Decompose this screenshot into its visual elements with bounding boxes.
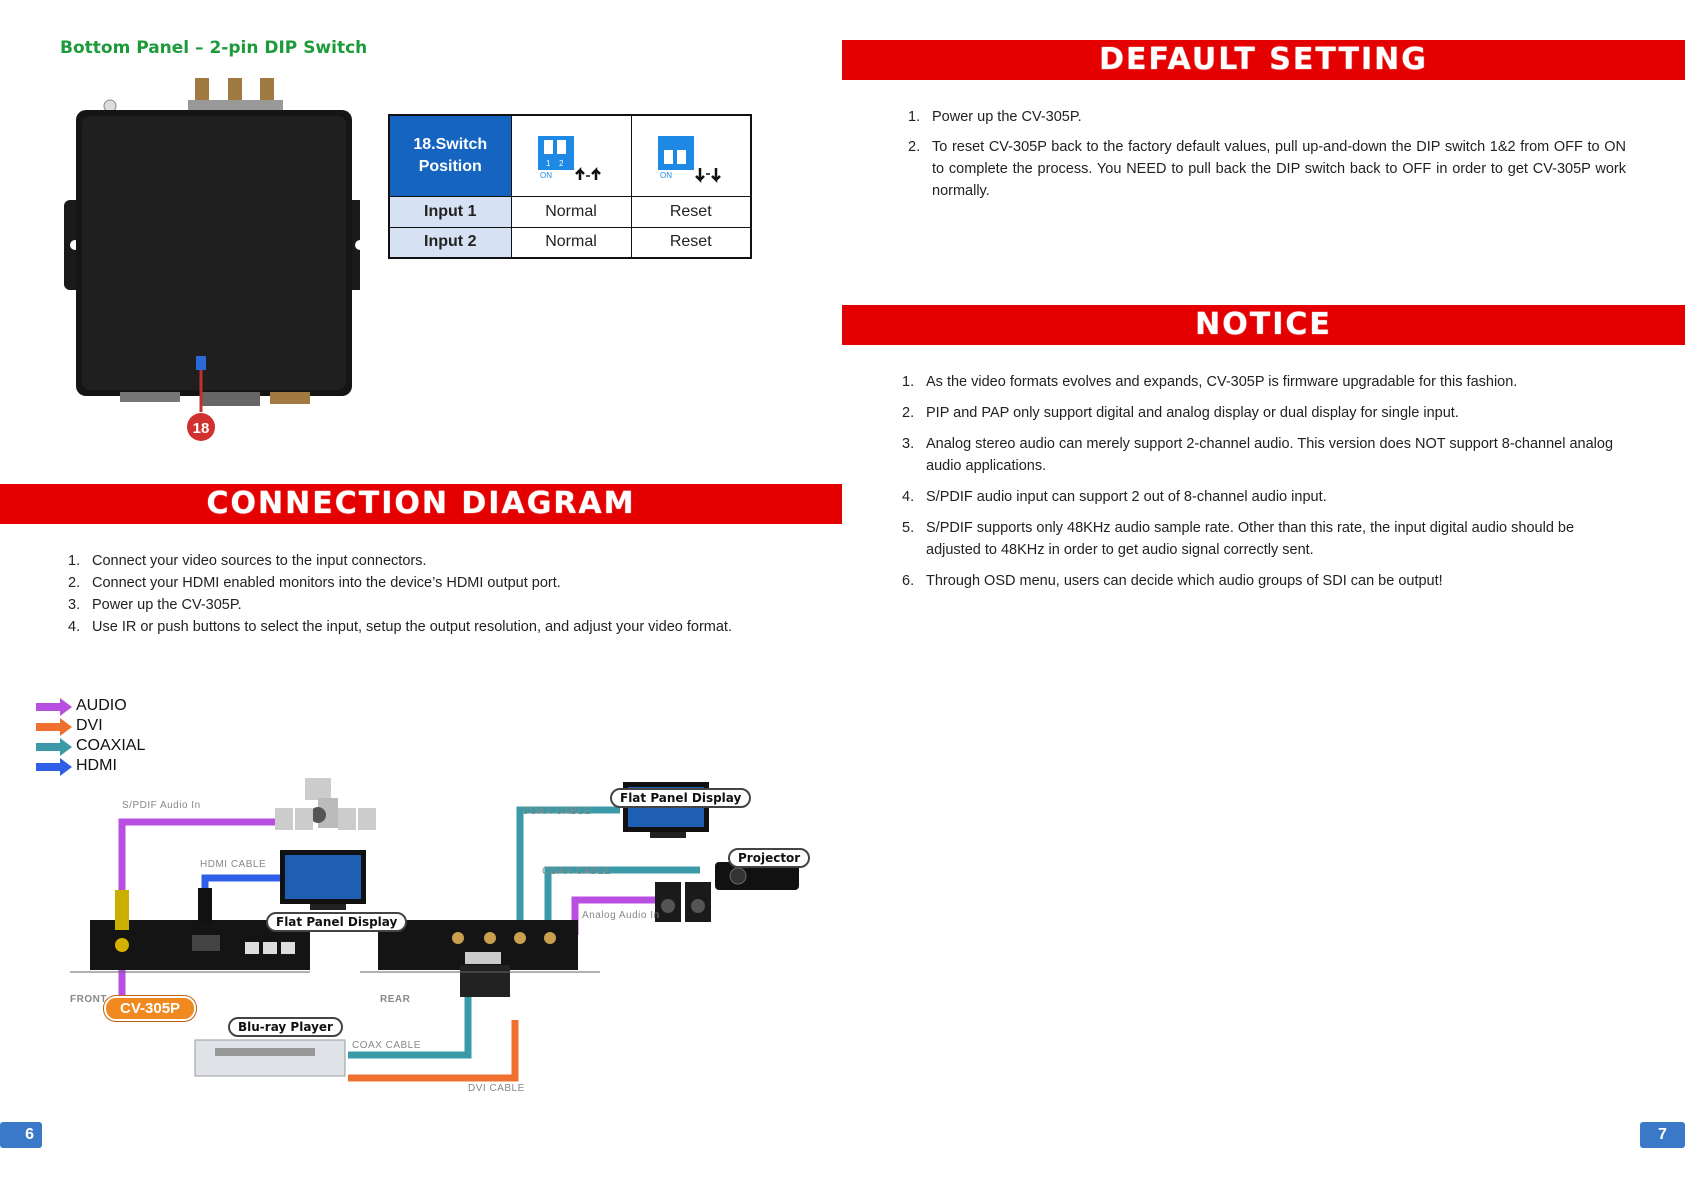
- list-item: 2.PIP and PAP only support digital and a…: [902, 405, 1459, 421]
- flat-panel-label-right: Flat Panel Display: [610, 788, 752, 808]
- connection-diagram-image: [70, 778, 799, 1082]
- list-item: 1.As the video formats evolves and expan…: [902, 374, 1518, 390]
- switch-cell: Reset: [630, 195, 752, 228]
- spdif-label: S/PDIF Audio In: [122, 800, 201, 811]
- page-number-right: 7: [1640, 1122, 1685, 1148]
- hdmi-cable-label: HDMI CABLE: [200, 859, 267, 870]
- legend-coaxial: COAXIAL: [36, 737, 145, 757]
- page-number-left: 6: [0, 1122, 42, 1148]
- list-item: 2.Connect your HDMI enabled monitors int…: [68, 575, 561, 591]
- default-setting-banner: DEFAULT SETTING: [842, 40, 1685, 80]
- dip-switch-down-icon: ON: [656, 126, 726, 186]
- bottom-panel-heading: Bottom Panel – 2-pin DIP Switch: [60, 38, 368, 58]
- svg-text:2: 2: [559, 159, 564, 168]
- switch-cell: Normal: [510, 226, 632, 259]
- coax-cable-label: COAX CABLE: [542, 866, 611, 877]
- list-item: 3.Analog stereo audio can merely support…: [902, 436, 1614, 474]
- switch-table-header: 18.Switch Position: [388, 114, 512, 197]
- list-item: 2.To reset CV-305P back to the factory d…: [908, 139, 1626, 199]
- switch-row-label: Input 1: [388, 195, 512, 228]
- switch-cell: Reset: [630, 226, 752, 259]
- arrow-icon: [36, 698, 72, 716]
- arrow-icon: [36, 738, 72, 756]
- svg-text:ON: ON: [660, 171, 672, 180]
- svg-text:1: 1: [546, 159, 551, 168]
- dip-up-cell: 1 2 ON: [510, 114, 632, 197]
- callout-18-label: 18: [193, 420, 210, 437]
- list-item: 5.S/PDIF supports only 48KHz audio sampl…: [902, 520, 1575, 558]
- connection-diagram-banner: CONNECTION DIAGRAM: [0, 484, 842, 524]
- dvi-cable-label: DVI CABLE: [468, 1083, 525, 1094]
- flat-panel-label-left: Flat Panel Display: [266, 912, 408, 932]
- list-item: 3.Power up the CV-305P.: [68, 597, 242, 613]
- dip-down-cell: ON: [630, 114, 752, 197]
- arrow-icon: [36, 758, 72, 776]
- front-label: FRONT: [70, 994, 107, 1005]
- list-item: 6.Through OSD menu, users can decide whi…: [902, 573, 1443, 589]
- list-item: 4.Use IR or push buttons to select the i…: [68, 619, 732, 635]
- bluray-label: Blu-ray Player: [228, 1017, 343, 1037]
- list-item: 1.Power up the CV-305P.: [908, 109, 1082, 125]
- notice-steps-list: 1.As the video formats evolves and expan…: [902, 371, 1626, 592]
- connection-steps-list: 1.Connect your video sources to the inpu…: [68, 550, 828, 638]
- legend-dvi: DVI: [36, 717, 103, 737]
- rear-label: REAR: [380, 994, 411, 1005]
- switch-cell: Normal: [510, 195, 632, 228]
- list-item: 4.S/PDIF audio input can support 2 out o…: [902, 489, 1327, 505]
- switch-row-label: Input 2: [388, 226, 512, 259]
- model-badge: CV-305P: [104, 996, 197, 1021]
- analog-audio-label: Analog Audio In: [582, 910, 660, 921]
- legend-hdmi: HDMI: [36, 757, 117, 777]
- list-item: 1.Connect your video sources to the inpu…: [68, 553, 427, 569]
- switch-position-table: 18.Switch Position 1 2 ON: [388, 114, 752, 259]
- coax-cable-label: COAX CABLE: [352, 1040, 421, 1051]
- coax-cable-label: COAX CABLE: [522, 806, 591, 817]
- svg-text:ON: ON: [540, 171, 552, 180]
- projector-label: Projector: [728, 848, 811, 868]
- dip-switch-up-icon: 1 2 ON: [536, 126, 606, 186]
- device-bottom-panel-image: 18: [64, 78, 360, 441]
- legend-audio: AUDIO: [36, 697, 127, 717]
- notice-banner: NOTICE: [842, 305, 1685, 345]
- default-steps-list: 1.Power up the CV-305P. 2.To reset CV-30…: [908, 106, 1626, 202]
- arrow-icon: [36, 718, 72, 736]
